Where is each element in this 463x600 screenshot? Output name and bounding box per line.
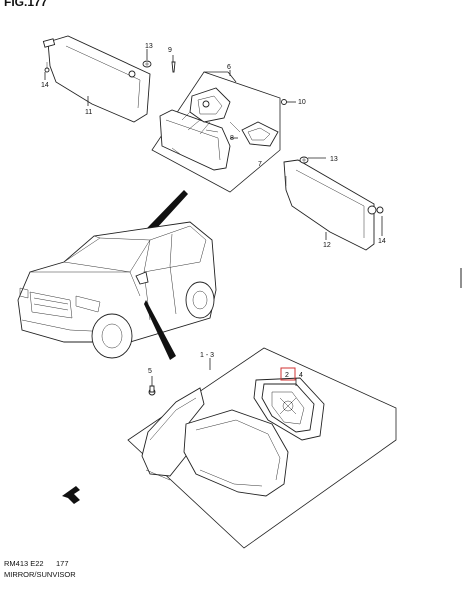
leader-lines	[44, 70, 383, 386]
callout-11: 11	[85, 109, 92, 116]
sun-visor-right[interactable]	[283, 159, 384, 251]
callout-10: 10	[298, 99, 306, 106]
callout-14-right: 14	[378, 238, 386, 245]
inside-mirror[interactable]	[159, 87, 231, 171]
footer-ref-code: RM413 E22	[4, 559, 44, 568]
callout-7: 7	[258, 161, 262, 168]
screw-5[interactable]	[148, 376, 156, 396]
screw-9[interactable]	[171, 55, 176, 73]
visor-clip-right[interactable]	[299, 156, 326, 164]
vehicle-illustration	[17, 221, 217, 359]
visor-clip-top[interactable]	[142, 49, 152, 68]
callout-13-top: 13	[145, 43, 153, 50]
callout-2: 2	[285, 372, 289, 379]
callout-4: 4	[299, 372, 303, 379]
callout-highlight-box	[280, 367, 296, 381]
direction-arrow-icon	[62, 486, 80, 504]
callout-14-left: 14	[41, 82, 49, 89]
figure-number: FIG.177	[4, 0, 48, 9]
mirror-cover[interactable]	[229, 121, 279, 147]
inside-mirror-panel	[151, 71, 281, 193]
mirror-glass[interactable]	[253, 377, 325, 441]
footer-section-title: MIRROR/SUNVISOR	[4, 570, 76, 579]
sun-visor-left[interactable]	[42, 35, 151, 123]
footer-page: 177	[56, 559, 69, 568]
callout-12: 12	[323, 242, 331, 249]
pointer-arrow-bottom	[144, 300, 176, 360]
callout-5: 5	[148, 368, 152, 375]
callout-13-right: 13	[330, 156, 338, 163]
callout-6: 6	[227, 64, 231, 71]
callout-1-3: 1 - 3	[200, 352, 214, 359]
callout-8: 8	[230, 135, 234, 142]
door-mirror-assembly[interactable]	[141, 387, 289, 497]
callout-9: 9	[168, 47, 172, 54]
door-mirror-panel	[127, 347, 397, 549]
screw-10[interactable]	[281, 99, 297, 105]
